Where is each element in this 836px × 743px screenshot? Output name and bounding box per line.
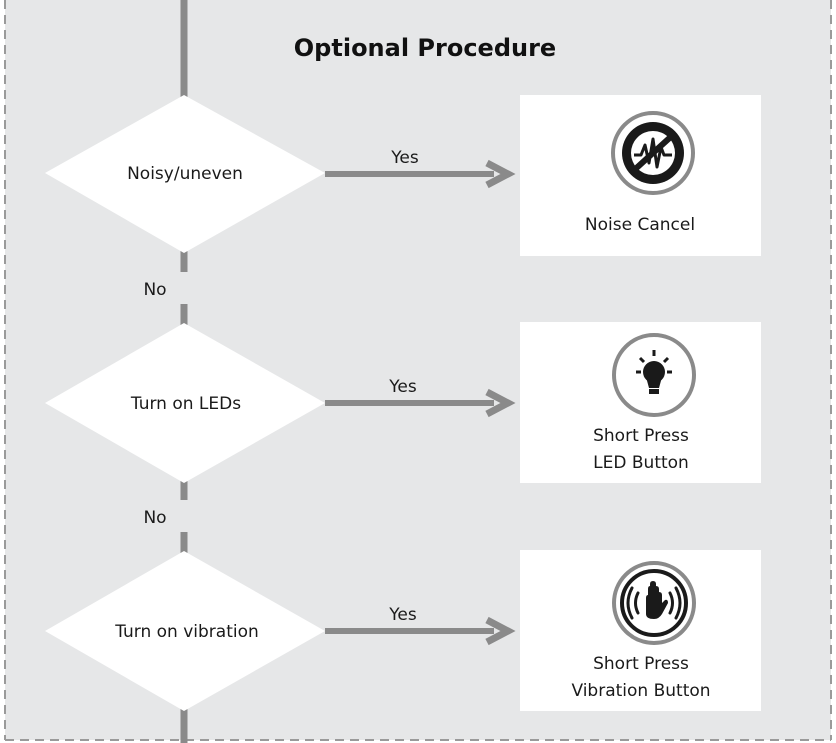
decision-diamond-noisy [45,95,325,253]
no-label-bg-1 [135,272,227,304]
noise-cancel-icon [611,111,695,195]
yes-label-3: Yes [388,605,417,625]
vibration-hand-icon [612,561,696,645]
yes-label-2: Yes [388,377,417,397]
yes-arrow-head-3 [485,616,516,646]
no-label-1: No [143,280,166,300]
yes-arrow-head-2 [485,388,516,418]
action-text-vibration-line2: Vibration Button [571,681,710,701]
decision-label-leds: Turn on LEDs [130,394,241,414]
yes-arrow-head-1 [485,159,516,189]
no-label-bg-2 [135,500,227,532]
decision-diamond-leds [45,323,325,483]
panel-title: Optional Procedure [294,34,556,62]
led-bulb-icon [612,333,696,417]
action-text-led-line2: LED Button [593,453,689,473]
yes-label-1: Yes [390,148,419,168]
no-label-2: No [143,508,166,528]
decision-label-vibration: Turn on vibration [114,622,259,642]
decision-label-noisy: Noisy/uneven [127,164,243,184]
action-text-noise-cancel-line1: Noise Cancel [585,215,695,235]
decision-diamond-vibration [45,551,325,711]
action-text-led-line1: Short Press [593,426,689,446]
action-text-vibration-line1: Short Press [593,654,689,674]
